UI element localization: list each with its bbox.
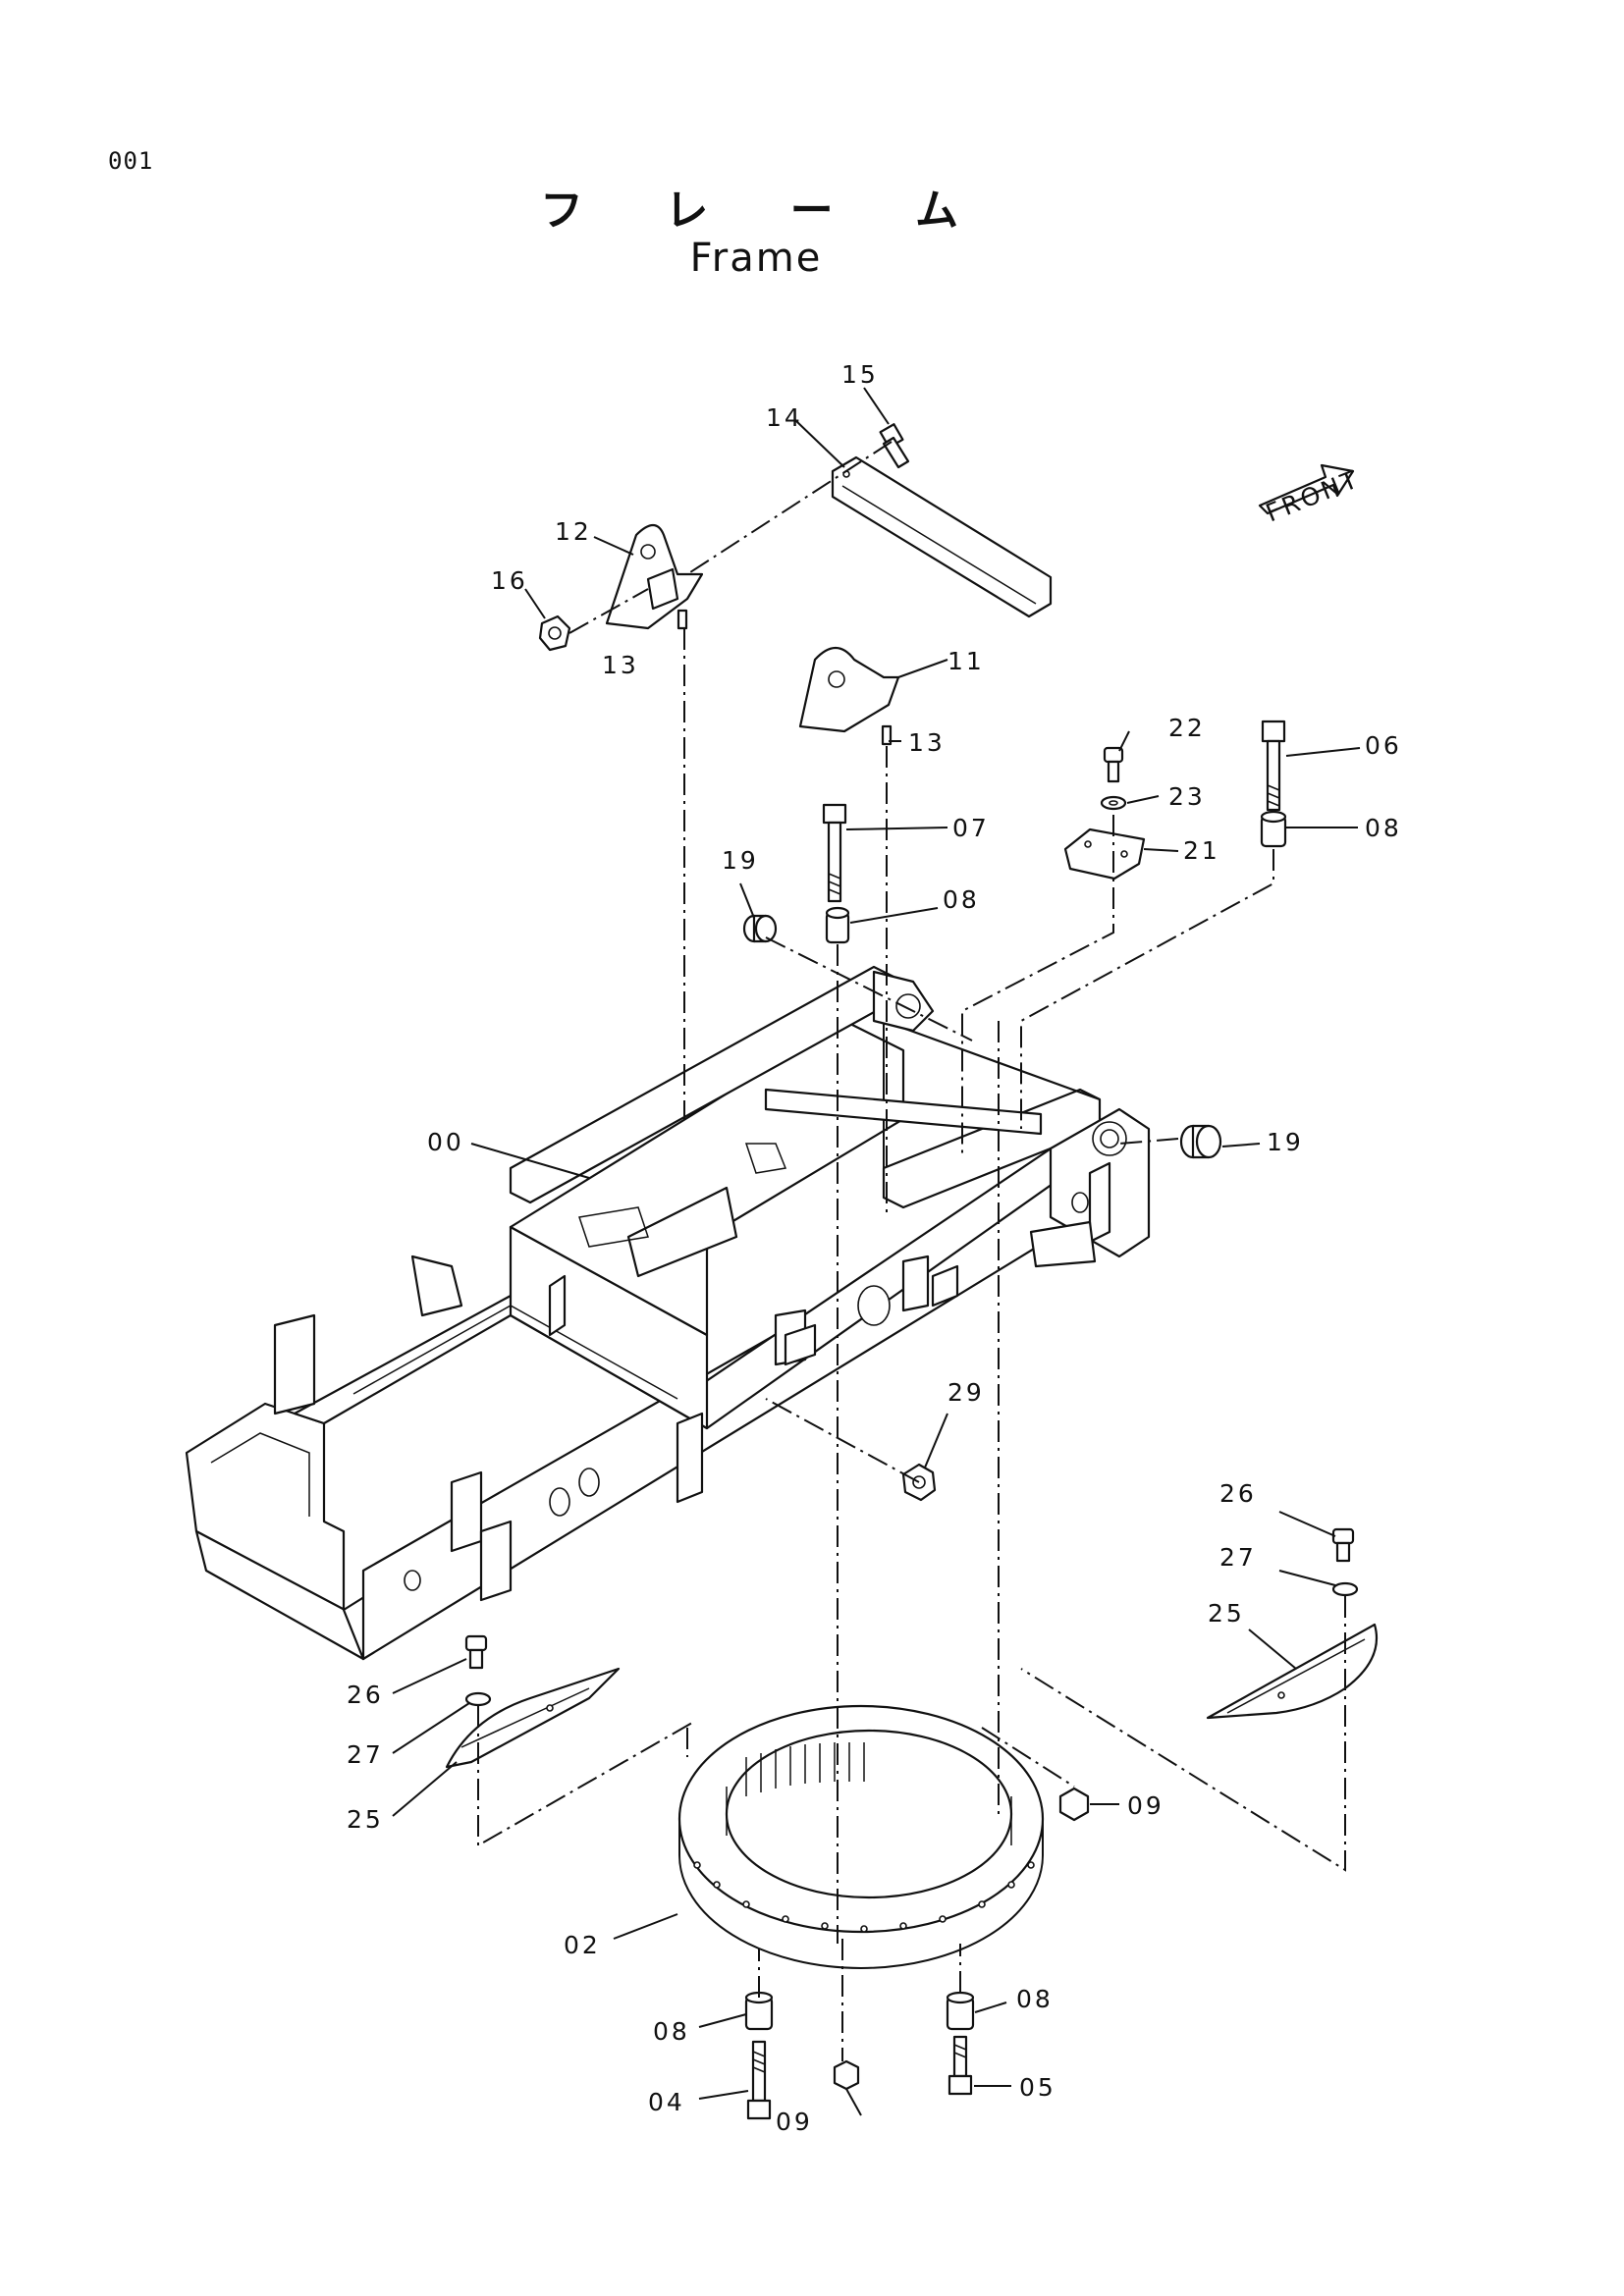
callout-13-mid: 13	[908, 728, 946, 757]
callout-04: 04	[648, 2088, 685, 2116]
main-frame-part	[185, 965, 1151, 1661]
bar-14-part	[831, 455, 1053, 618]
bolt-07-icon	[822, 803, 847, 903]
bolt-06-icon	[1261, 720, 1286, 812]
pin-13b-icon	[881, 724, 893, 746]
bolt-04-icon	[746, 2040, 772, 2120]
spacer-08b-icon	[1260, 810, 1287, 848]
callout-27-left: 27	[347, 1740, 384, 1769]
callout-25-left: 25	[347, 1805, 384, 1834]
callout-26-right: 26	[1219, 1479, 1257, 1508]
callout-23: 23	[1168, 782, 1206, 811]
title-english: Frame	[689, 236, 823, 281]
callout-16: 16	[491, 566, 528, 595]
callout-05: 05	[1019, 2073, 1056, 2102]
leader-lines	[392, 387, 1361, 2116]
guard-25-right-part	[1206, 1623, 1379, 1720]
callout-15: 15	[841, 360, 879, 389]
spacer-08-bottom-left-icon	[744, 1991, 774, 2031]
callout-02: 02	[564, 1931, 601, 1959]
callout-13-top: 13	[602, 651, 639, 679]
front-arrow-icon: FRONT	[1258, 463, 1364, 528]
bolt-26-left-icon	[464, 1634, 488, 1670]
callout-08-bottom-left: 08	[653, 2017, 690, 2046]
callout-26-left: 26	[347, 1681, 384, 1709]
nut-09-bottom-icon	[833, 2059, 860, 2091]
nut-09-right-icon	[1058, 1787, 1090, 1822]
bushing-19-icon	[742, 914, 778, 943]
spacer-08-icon	[825, 906, 850, 944]
front-arrow-label: FRONT	[1262, 464, 1364, 528]
callout-08-right: 08	[1365, 814, 1402, 842]
callout-11: 11	[947, 647, 985, 675]
callout-08-bottom-right: 08	[1016, 1985, 1054, 2013]
washer-23-icon	[1100, 795, 1127, 811]
bushing-19b-icon	[1179, 1124, 1222, 1159]
assembly-centerlines	[477, 441, 1346, 2061]
callout-27-right: 27	[1219, 1543, 1257, 1572]
callout-21: 21	[1183, 836, 1220, 865]
washer-27-right-icon	[1331, 1581, 1359, 1597]
callout-09-bottom: 09	[776, 2108, 813, 2136]
spacer-08-bottom-right-icon	[946, 1991, 975, 2031]
bolt-22-icon	[1103, 746, 1124, 783]
callout-29: 29	[947, 1378, 985, 1407]
page-number: 001	[108, 147, 154, 175]
washer-27-left-icon	[464, 1691, 492, 1707]
callout-07: 07	[952, 814, 990, 842]
callout-06: 06	[1365, 731, 1402, 760]
bolt-05-icon	[947, 2035, 973, 2096]
callout-19-left: 19	[722, 846, 759, 875]
callout-19-right: 19	[1267, 1128, 1304, 1156]
title-japanese: フ レ ー ム	[540, 186, 992, 236]
callout-22: 22	[1168, 714, 1206, 742]
callout-09-right: 09	[1127, 1791, 1164, 1820]
bolt-26-right-icon	[1331, 1527, 1355, 1563]
plate-21-part	[1063, 828, 1146, 881]
bracket-12-part	[605, 523, 704, 630]
pin-13-icon	[677, 609, 688, 630]
callout-25-right: 25	[1208, 1599, 1245, 1628]
callout-12: 12	[555, 517, 592, 546]
guard-25-left-part	[445, 1667, 621, 1769]
bolt-15-icon	[879, 423, 910, 469]
callout-08-mid: 08	[943, 885, 980, 914]
nut-16-icon	[538, 614, 571, 652]
callout-00: 00	[427, 1128, 464, 1156]
swing-bearing-part	[677, 1704, 1045, 1969]
bracket-11-part	[798, 646, 900, 733]
callout-14: 14	[766, 403, 803, 432]
callout-labels: 15 14 12 16 13 11 13 22 06 23 21 08 07 1…	[347, 360, 1402, 2136]
